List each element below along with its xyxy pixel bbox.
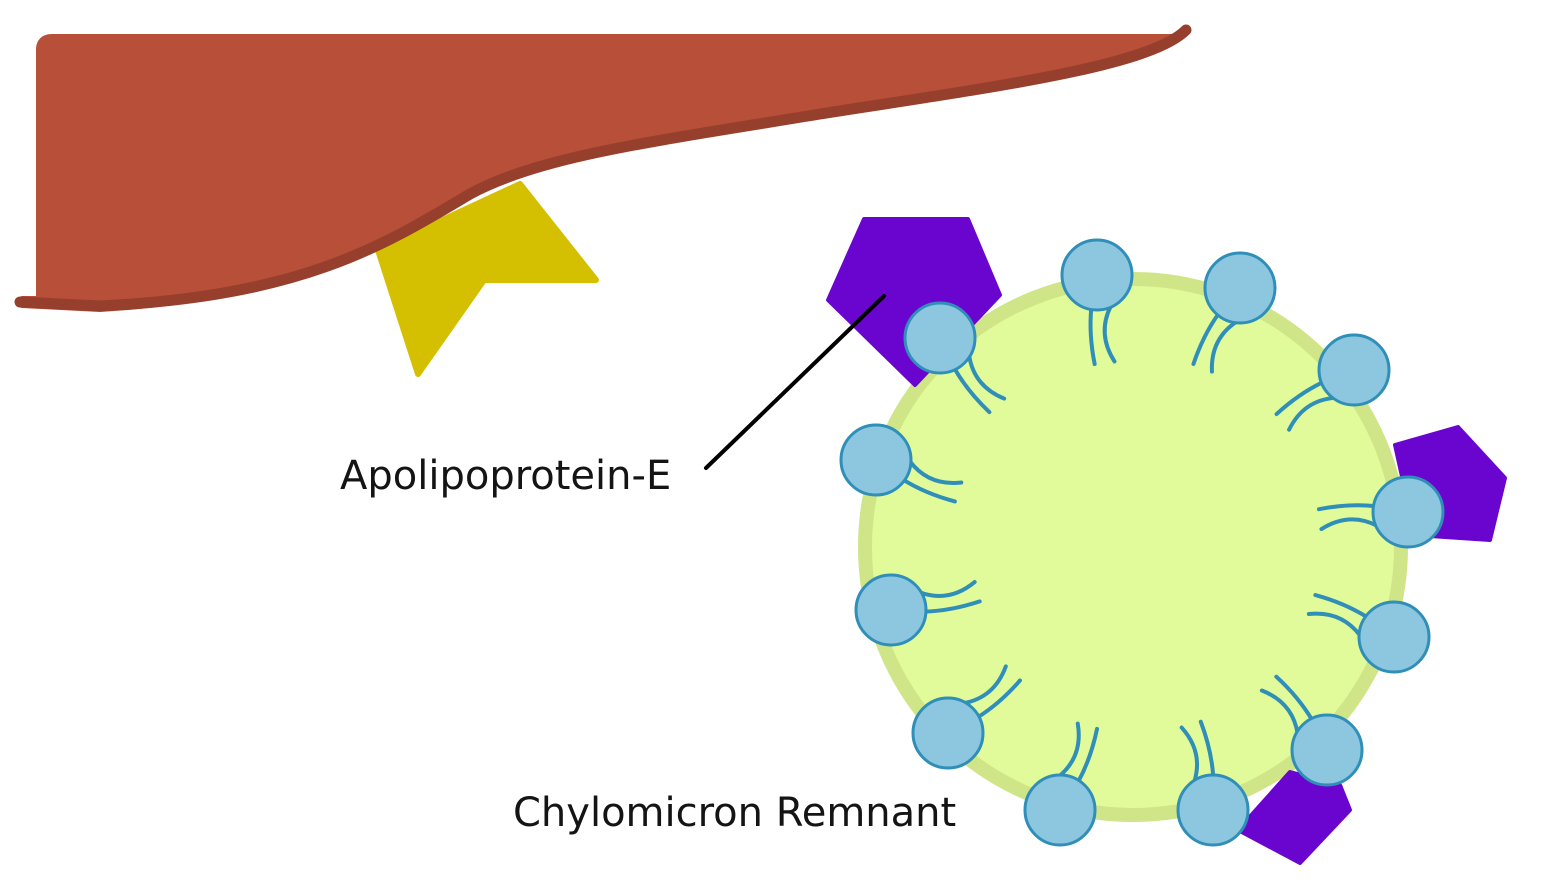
phospholipid-tail [1076, 726, 1100, 784]
phospholipid-tail [1306, 611, 1363, 639]
phospholipid-head [1060, 238, 1134, 312]
phospholipid [854, 573, 982, 647]
phospholipid-head [1290, 713, 1364, 787]
phospholipid-tail [952, 366, 992, 415]
phospholipid-tail [907, 458, 964, 485]
phospholipid-tail [1198, 719, 1216, 779]
phospholipid-head [1357, 600, 1431, 674]
phospholipid-tail [1287, 395, 1338, 432]
phospholipid-tail [1319, 517, 1380, 532]
phospholipid-tail [1316, 503, 1377, 512]
apoe-protein-shape [1236, 770, 1352, 865]
phospholipid-tail [1313, 593, 1370, 620]
phospholipid-tail [1209, 319, 1240, 374]
phospholipid-tail [1088, 306, 1097, 367]
phospholipid-tail [901, 477, 957, 504]
phospholipid [1176, 719, 1250, 847]
phospholipid-tail [1274, 674, 1315, 722]
phospholipid-head [903, 301, 977, 375]
phospholipid-head [839, 423, 913, 497]
phospholipid [1023, 721, 1100, 847]
chylomicron-remnant-label: Chylomicron Remnant [513, 790, 956, 836]
phospholipid-layer [839, 238, 1445, 847]
phospholipid-tail [1179, 725, 1199, 785]
phospholipid-tail [1102, 303, 1117, 364]
phospholipid-tail [1191, 311, 1221, 366]
phospholipid [903, 301, 1007, 415]
phospholipid [1274, 333, 1391, 432]
phospholipid-tail [1274, 380, 1325, 417]
phospholipid-tail [922, 599, 982, 614]
phospholipid-head [911, 696, 985, 770]
phospholipid [911, 664, 1022, 770]
phospholipid [1060, 238, 1134, 367]
apoe-label: Apolipoprotein-E [340, 453, 671, 499]
phospholipid-tail [961, 664, 1008, 706]
phospholipid-tail [967, 352, 1007, 401]
phospholipid [1191, 251, 1277, 374]
phospholipid-head [854, 573, 928, 647]
phospholipid-tail [1056, 721, 1081, 779]
phospholipid-tail [1259, 688, 1300, 736]
apoe-leader-line [704, 294, 886, 470]
phospholipid [839, 423, 964, 504]
liver-cell-shape [16, 34, 1186, 312]
phospholipid [1306, 593, 1431, 674]
phospholipid-head [1317, 333, 1391, 407]
phospholipid-head [1023, 773, 1097, 847]
phospholipid-head [1176, 773, 1250, 847]
phospholipid [1259, 674, 1364, 787]
phospholipid-head [1203, 251, 1277, 325]
receptor-shape [375, 181, 599, 377]
apoe-proteins [826, 217, 1507, 865]
liver-cell-edge [14, 24, 1192, 312]
phospholipid-head [1371, 475, 1445, 549]
phospholipid-tail [917, 580, 977, 598]
phospholipid-tail [975, 678, 1022, 720]
phospholipid [1316, 475, 1445, 549]
